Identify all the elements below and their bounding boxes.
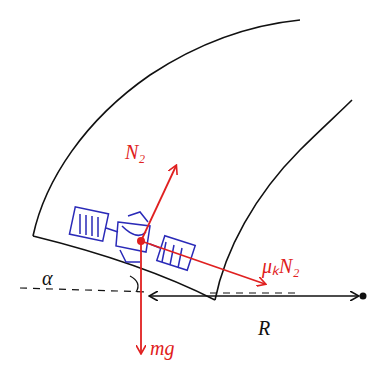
force-label: mg: [150, 338, 174, 358]
force-label: N₂: [125, 142, 145, 162]
angle-arc: [130, 276, 138, 292]
inner-wall: [215, 100, 352, 300]
radius-arrow: [150, 295, 358, 296]
satellite: [69, 207, 195, 271]
tube-floor: [33, 236, 215, 300]
force-arrows: [141, 166, 265, 353]
force-label: μₖN₂: [262, 256, 299, 276]
angle-label: α: [42, 268, 53, 288]
reference-line: [20, 288, 150, 292]
center-of-mass: [137, 237, 145, 245]
outer-wall: [33, 20, 300, 236]
radius-label: R: [258, 318, 270, 338]
center-dot: [360, 293, 367, 300]
reference-line: [210, 292, 300, 293]
